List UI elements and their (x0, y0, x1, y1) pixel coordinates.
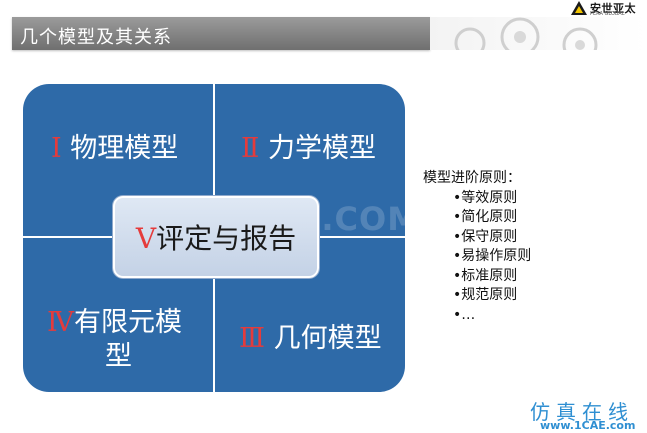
roman-numeral-5: Ⅴ (135, 222, 157, 255)
list-item: 易操作原则 (453, 247, 531, 267)
quadrant-text-fem-line2: 型 (105, 341, 132, 372)
quadrant-text-physical: 物理模型 (61, 133, 179, 164)
company-logo: 安世亚太 PERA GLOBAL (570, 0, 647, 18)
quadrant-label-mechanical: Ⅱ 力学模型 (241, 126, 376, 165)
quadrant-label-geometry: Ⅲ 几何模型 (239, 316, 382, 355)
center-text: 评定与报告 (156, 222, 297, 255)
logo-triangle-icon (571, 1, 587, 15)
list-item: 简化原则 (453, 208, 531, 228)
roman-numeral-4: Ⅳ (47, 307, 74, 338)
list-item: … (453, 306, 531, 326)
quadrant-text-fem: 有限元模 (73, 307, 182, 338)
quadrant-label-fem: Ⅳ有限元模 (47, 300, 182, 339)
list-item: 保守原则 (453, 228, 531, 248)
roman-numeral-3: Ⅲ (239, 323, 266, 354)
principles-list: 模型进阶原则： 等效原则 简化原则 保守原则 易操作原则 标准原则 规范原则 … (423, 169, 531, 325)
logo-name: 安世亚太 (590, 2, 636, 15)
list-item: 标准原则 (453, 267, 531, 287)
center-evaluation-box: Ⅴ评定与报告 (113, 196, 319, 278)
list-item: 等效原则 (453, 189, 531, 209)
quadrant-label-physical: Ⅰ 物理模型 (51, 126, 178, 165)
logo-subtitle: PERA GLOBAL (590, 11, 625, 17)
principles-items: 等效原则 简化原则 保守原则 易操作原则 标准原则 规范原则 … (423, 189, 531, 326)
roman-numeral-2: Ⅱ (241, 133, 260, 164)
quadrant-text-mechanical: 力学模型 (259, 133, 376, 164)
brand-name: 仿真在线 (530, 400, 634, 424)
roman-numeral-1: Ⅰ (51, 133, 62, 164)
center-label: Ⅴ评定与报告 (115, 217, 317, 257)
brand-url-link[interactable]: www.1CAE.com (540, 419, 636, 432)
gears-decoration (430, 17, 647, 50)
list-item: 规范原则 (453, 286, 531, 306)
slide-title: 几个模型及其关系 (20, 27, 172, 48)
slide-header-bar: 几个模型及其关系 (12, 17, 430, 50)
quadrant-text-geometry: 几何模型 (265, 323, 382, 354)
principles-title: 模型进阶原则： (423, 170, 521, 186)
